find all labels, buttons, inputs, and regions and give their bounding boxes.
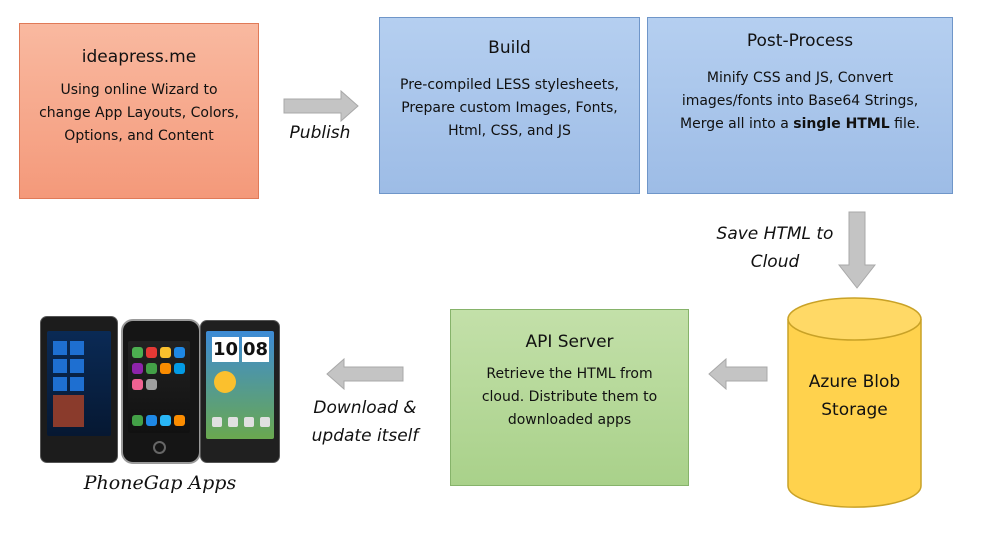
save-label: Save HTML to Cloud — [705, 220, 845, 276]
build-box: Build Pre-compiled LESS stylesheets, Pre… — [379, 17, 640, 194]
post-process-text-1: Minify CSS and JS, Convert — [706, 70, 894, 86]
ideapress-text-1: Using online Wizard to — [60, 82, 218, 98]
ios-app-icon — [132, 363, 143, 374]
wp-media-tile — [53, 395, 84, 427]
ios-app-icon — [174, 347, 185, 358]
iphone-screen — [128, 341, 190, 433]
download-label-line-2: update itself — [311, 426, 419, 446]
ios-dock-icon — [146, 415, 157, 426]
ios-app-icon — [132, 347, 143, 358]
htc-phone-icon: 10 08 — [200, 320, 280, 463]
windows-phone-icon — [40, 316, 118, 463]
htc-clock-minutes: 08 — [242, 337, 269, 362]
build-text-2: Prepare custom Images, Fonts, — [401, 100, 618, 116]
save-label-line-2: Cloud — [750, 252, 800, 272]
ios-app-icon — [174, 363, 185, 374]
build-text-1: Pre-compiled LESS stylesheets, — [400, 77, 619, 93]
api-to-apps-arrow-icon — [326, 358, 404, 390]
build-text-3: Html, CSS, and JS — [448, 123, 571, 139]
ios-app-icon — [146, 379, 157, 390]
ideapress-box: ideapress.me Using online Wizard to chan… — [19, 23, 259, 199]
ideapress-text-2: change App Layouts, Colors, — [39, 105, 239, 121]
save-arrow-icon — [838, 211, 876, 289]
htc-app-icon — [260, 417, 270, 427]
azure-label-line-1: Azure Blob — [808, 372, 901, 392]
wp-tile — [70, 359, 84, 373]
api-server-box: API Server Retrieve the HTML from cloud.… — [450, 309, 689, 486]
home-button-icon — [153, 441, 166, 454]
htc-clock-hours: 10 — [212, 337, 239, 362]
post-process-text-2: images/fonts into Base64 Strings, — [681, 93, 919, 109]
wp-tile — [53, 359, 67, 373]
download-label-line-1: Download & — [313, 398, 417, 418]
ios-app-icon — [132, 379, 143, 390]
azure-blob-storage-label: Azure Blob Storage — [787, 368, 922, 424]
windows-phone-screen — [47, 331, 111, 436]
ideapress-title: ideapress.me — [81, 47, 197, 67]
ios-dock-icon — [174, 415, 185, 426]
htc-app-icon — [244, 417, 254, 427]
ios-app-icon — [160, 363, 171, 374]
post-process-text-3-start: Merge all into a — [680, 116, 794, 132]
weather-sun-icon — [214, 371, 236, 393]
post-process-text-3-end: file. — [889, 116, 920, 132]
ios-dock-icon — [132, 415, 143, 426]
ios-app-icon — [146, 363, 157, 374]
azure-label-line-2: Storage — [821, 400, 888, 420]
api-server-text-1: Retrieve the HTML from — [486, 366, 653, 382]
save-label-line-1: Save HTML to — [716, 224, 834, 244]
publish-arrow-icon — [283, 90, 359, 122]
api-server-text-2: cloud. Distribute them to — [481, 389, 658, 405]
wp-tile — [70, 377, 84, 391]
phonegap-apps-caption: PhoneGap Apps — [83, 472, 237, 494]
ios-app-icon — [146, 347, 157, 358]
download-label: Download & update itself — [300, 394, 430, 450]
wp-tile — [70, 341, 84, 355]
build-title: Build — [488, 38, 531, 58]
ideapress-text-3: Options, and Content — [64, 128, 214, 144]
iphone-icon — [121, 319, 201, 464]
azure-blob-storage-icon — [787, 297, 922, 508]
post-process-text-3: Merge all into a single HTML file. — [648, 113, 952, 136]
htc-app-icon — [212, 417, 222, 427]
ios-app-icon — [160, 347, 171, 358]
post-process-text-3-bold: single HTML — [793, 116, 890, 132]
publish-label: Publish — [289, 123, 351, 143]
htc-app-icon — [228, 417, 238, 427]
storage-to-api-arrow-icon — [708, 358, 768, 390]
htc-phone-screen: 10 08 — [206, 331, 274, 439]
api-server-title: API Server — [525, 332, 614, 352]
api-server-text-3: downloaded apps — [507, 412, 632, 428]
wp-tile — [53, 341, 67, 355]
post-process-title: Post-Process — [746, 31, 854, 51]
wp-tile — [53, 377, 67, 391]
post-process-box: Post-Process Minify CSS and JS, Convert … — [647, 17, 953, 194]
ios-dock-icon — [160, 415, 171, 426]
